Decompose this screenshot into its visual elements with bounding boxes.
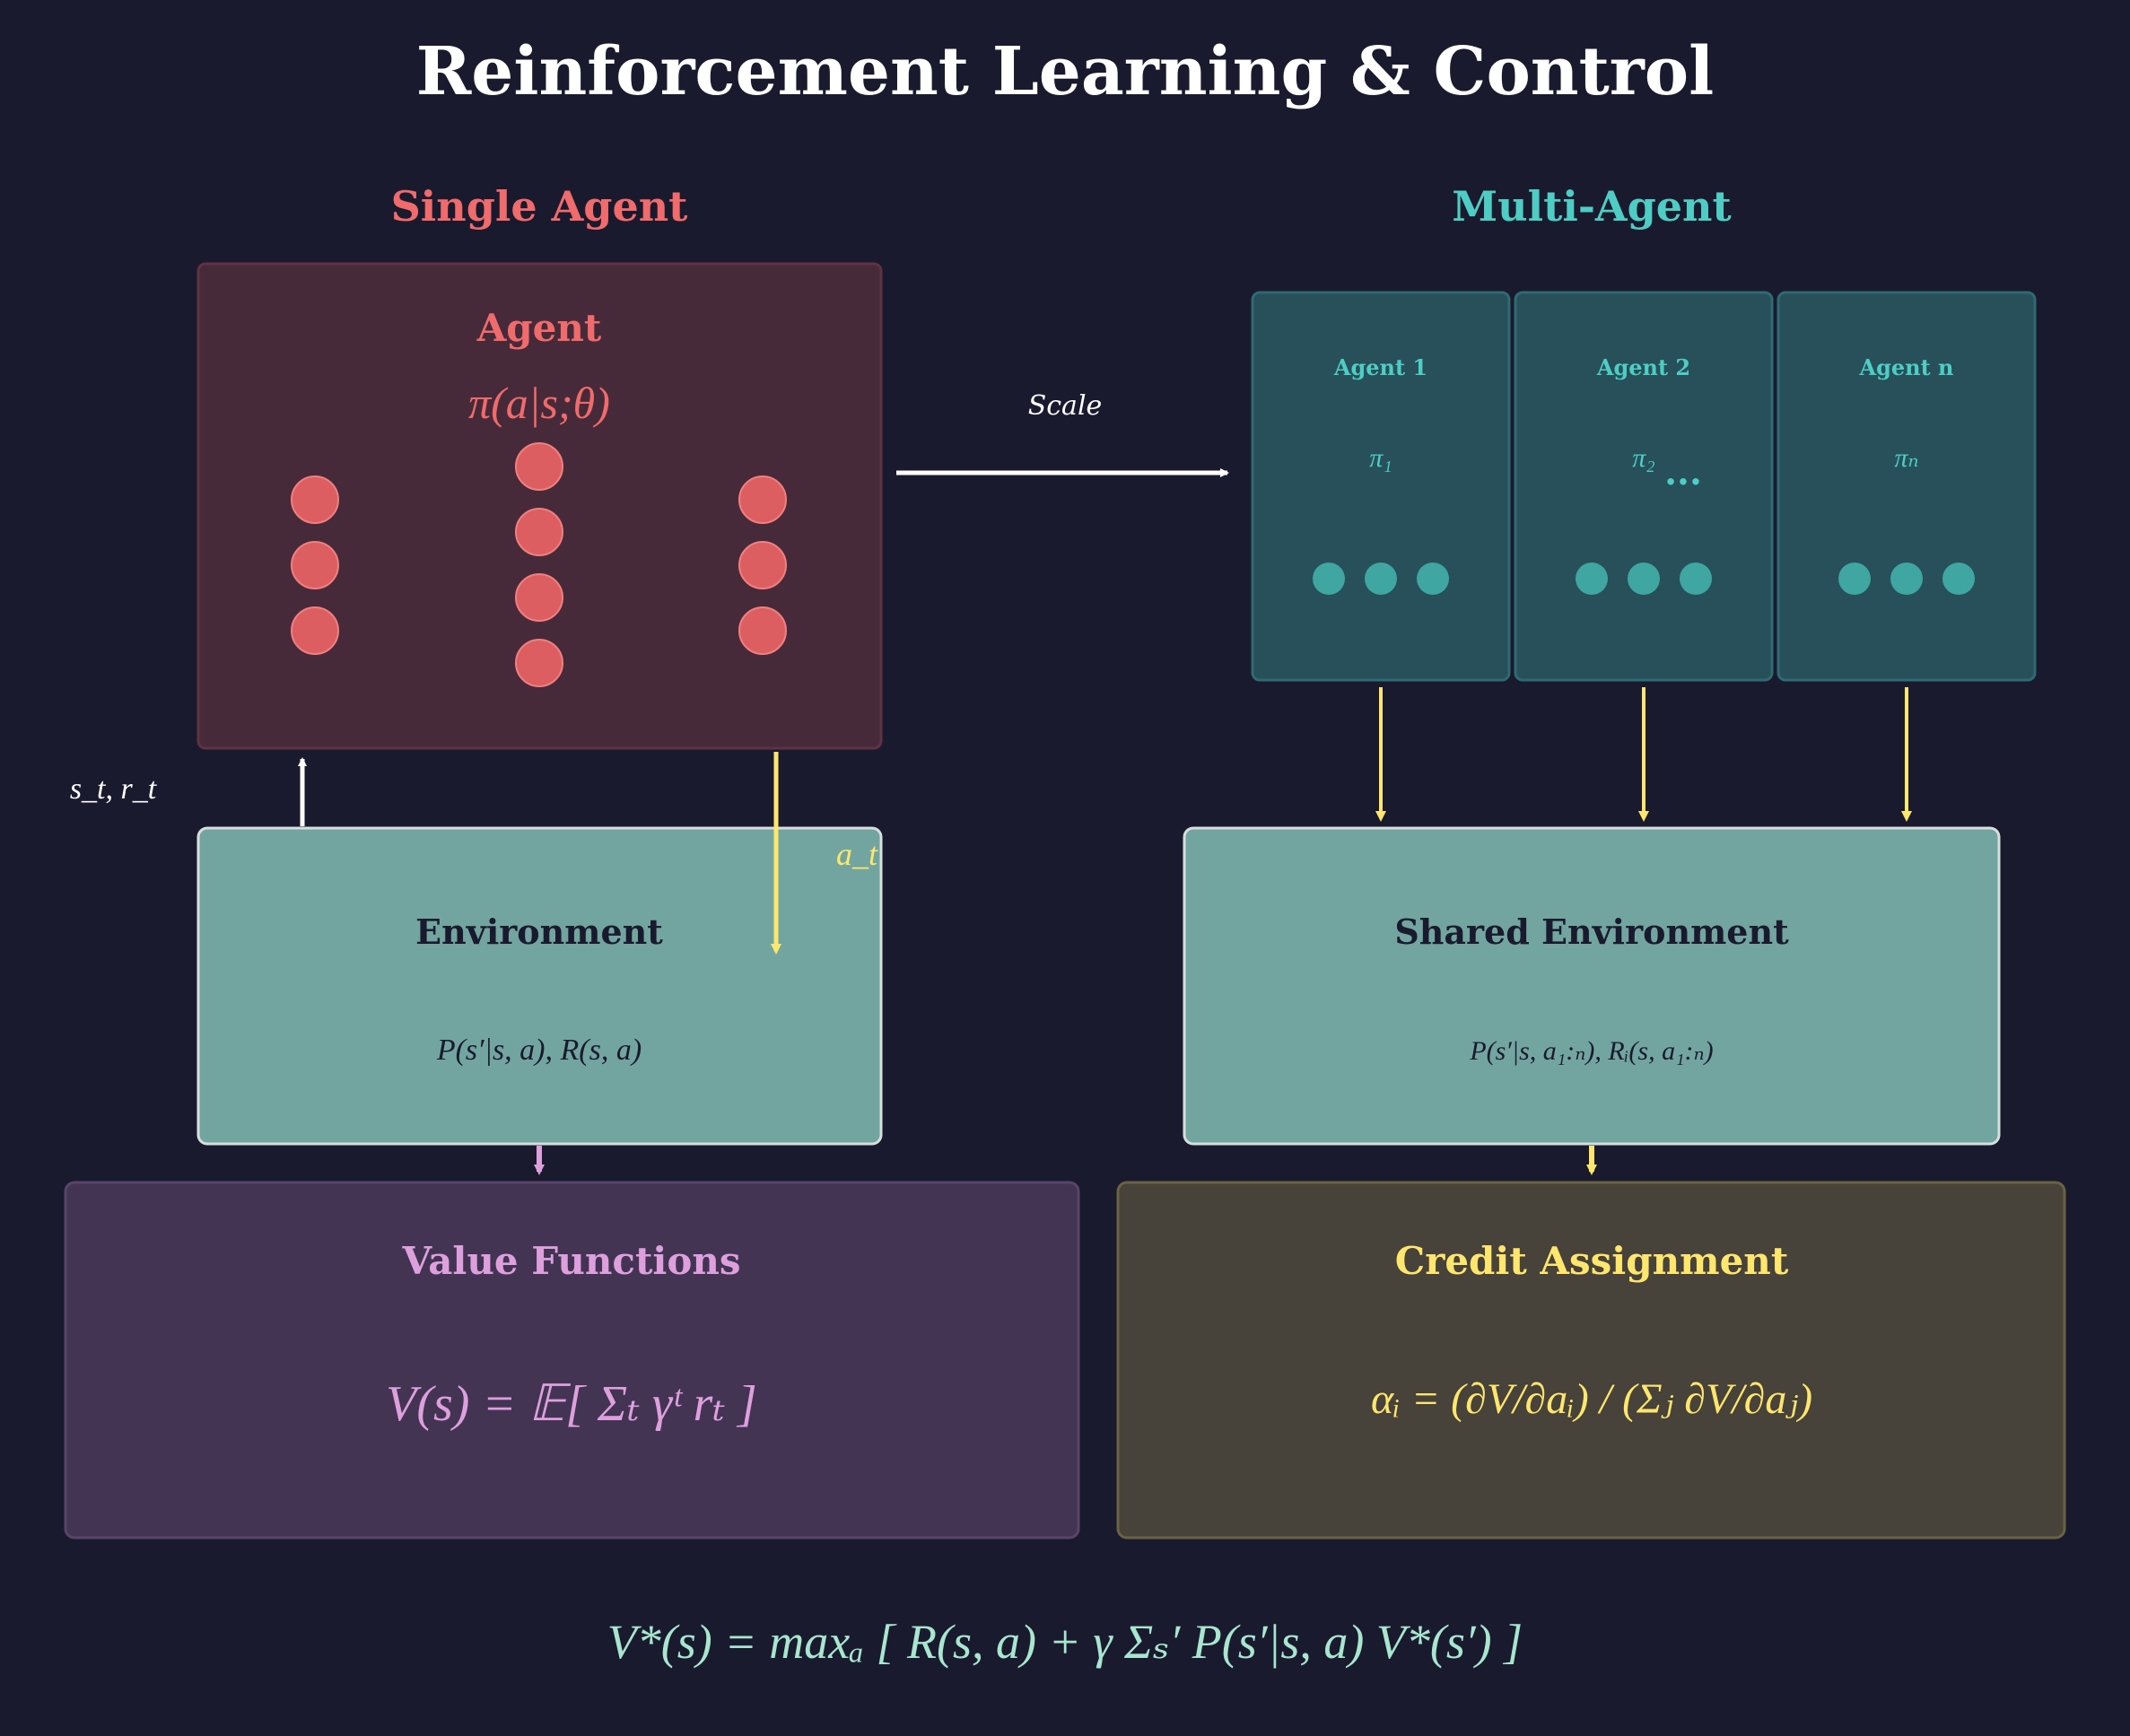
state-reward-label: s_t, r_t [70, 772, 158, 806]
environment-box: Environment P(s′|s, a), R(s, a) [196, 826, 883, 1146]
credit-assignment-box: Credit Assignment αᵢ = (∂V/∂aᵢ) / (Σⱼ ∂V… [1116, 1181, 2066, 1540]
value-functions-title: Value Functions [401, 1239, 740, 1283]
agent-n-title: Agent n [1858, 354, 1953, 380]
shared-environment-title: Shared Environment [1394, 912, 1789, 952]
agent-title: Agent [476, 306, 602, 350]
scale-label: Scale [1028, 390, 1103, 422]
agent-2-policy: π₂ [1632, 443, 1654, 473]
action-label: a_t [836, 836, 878, 872]
agent-box-1: Agent 1 π₁ [1251, 291, 1511, 682]
agents-ellipsis: ... [1664, 451, 1702, 493]
environment-formula: P(s′|s, a), R(s, a) [436, 1034, 642, 1067]
shared-environment-formula: P(s′|s, a₁:ₙ), Rᵢ(s, a₁:ₙ) [1469, 1036, 1713, 1066]
multi-agent-heading: Multi-Agent [1452, 182, 1732, 231]
neural-network-icon [291, 442, 787, 687]
agent-1-network-icon [1313, 563, 1449, 595]
policy-formula: π(a|s;θ) [468, 378, 610, 428]
credit-assignment-title: Credit Assignment [1395, 1239, 1789, 1283]
agent-2-network-icon [1576, 563, 1712, 595]
agent-1-policy: π₁ [1369, 443, 1392, 473]
agent-box-n: Agent n πₙ [1776, 291, 2037, 682]
shared-environment-box: Shared Environment P(s′|s, a₁:ₙ), Rᵢ(s, … [1183, 826, 2001, 1146]
value-function-formula: V(s) = 𝔼[ Σₜ γᵗ rₜ ] [386, 1376, 757, 1432]
environment-title: Environment [415, 912, 663, 952]
bellman-equation: V*(s) = maxₐ [ R(s, a) + γ Σₛ′ P(s′|s, a… [607, 1615, 1523, 1669]
single-agent-box: Agent π(a|s;θ) [196, 262, 883, 750]
single-agent-heading: Single Agent [391, 182, 689, 231]
agent-1-title: Agent 1 [1333, 354, 1427, 380]
agent-n-network-icon [1838, 563, 1975, 595]
agent-2-title: Agent 2 [1596, 354, 1690, 380]
value-functions-box: Value Functions V(s) = 𝔼[ Σₜ γᵗ rₜ ] [64, 1181, 1080, 1540]
credit-assignment-formula: αᵢ = (∂V/∂aᵢ) / (Σⱼ ∂V/∂aⱼ) [1371, 1375, 1812, 1423]
agent-box-2: Agent 2 π₂ ... [1514, 291, 1774, 682]
page-title: Reinforcement Learning & Control [416, 33, 1714, 110]
agent-n-policy: πₙ [1894, 443, 1918, 473]
